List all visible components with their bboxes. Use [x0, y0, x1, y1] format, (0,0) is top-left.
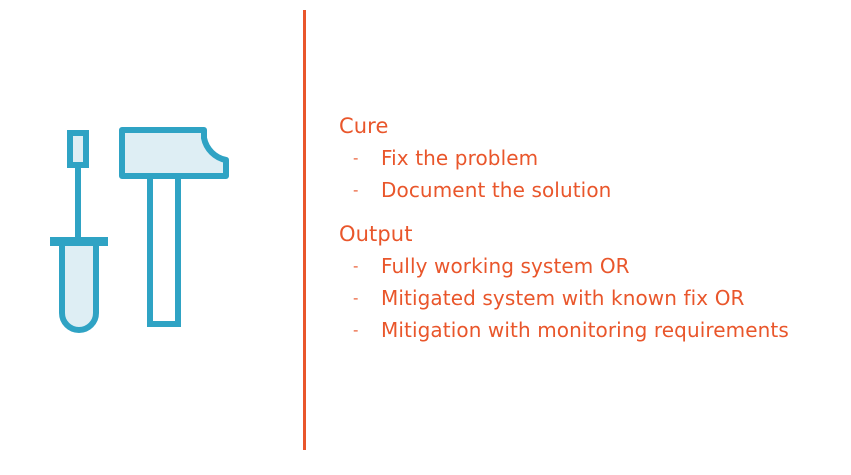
- bullet-label: Mitigation with monitoring requirements: [381, 318, 789, 342]
- hammer-icon: [119, 127, 229, 327]
- bullet-label: Fix the problem: [381, 146, 539, 170]
- bullet-dash-icon: -: [353, 289, 359, 307]
- list-item: - Mitigation with monitoring requirement…: [339, 314, 851, 346]
- tools-illustration-panel: [0, 0, 300, 475]
- screwdriver-tip-inner: [73, 136, 83, 162]
- hammer-handle: [147, 173, 181, 327]
- section-heading-cure: Cure: [339, 114, 389, 138]
- list-item: - Document the solution: [339, 174, 851, 206]
- bullet-dash-icon: -: [353, 181, 359, 199]
- bullet-label: Mitigated system with known fix OR: [381, 286, 745, 310]
- bullet-label: Fully working system OR: [381, 254, 630, 278]
- vertical-divider: [303, 10, 306, 450]
- screwdriver-icon: [50, 130, 108, 333]
- list-item: - Fully working system OR: [339, 250, 851, 282]
- hammer-head: [119, 127, 229, 179]
- bullet-dash-icon: -: [353, 257, 359, 275]
- section-cure: Cure - Fix the problem - Document the so…: [339, 112, 851, 206]
- list-item: - Mitigated system with known fix OR: [339, 282, 851, 314]
- bullet-list-cure: - Fix the problem - Document the solutio…: [339, 142, 851, 206]
- bullet-list-output: - Fully working system OR - Mitigated sy…: [339, 250, 851, 346]
- screwdriver-guard: [50, 237, 108, 246]
- list-item: - Fix the problem: [339, 142, 851, 174]
- bullet-dash-icon: -: [353, 149, 359, 167]
- content-panel: Cure - Fix the problem - Document the so…: [339, 0, 851, 475]
- bullet-dash-icon: -: [353, 321, 359, 339]
- section-output: Output - Fully working system OR - Mitig…: [339, 220, 851, 346]
- screwdriver-handle: [59, 237, 99, 333]
- bullet-label: Document the solution: [381, 178, 612, 202]
- section-heading-output: Output: [339, 222, 413, 246]
- tools-illustration: [50, 127, 229, 333]
- screwdriver-shaft: [75, 148, 81, 240]
